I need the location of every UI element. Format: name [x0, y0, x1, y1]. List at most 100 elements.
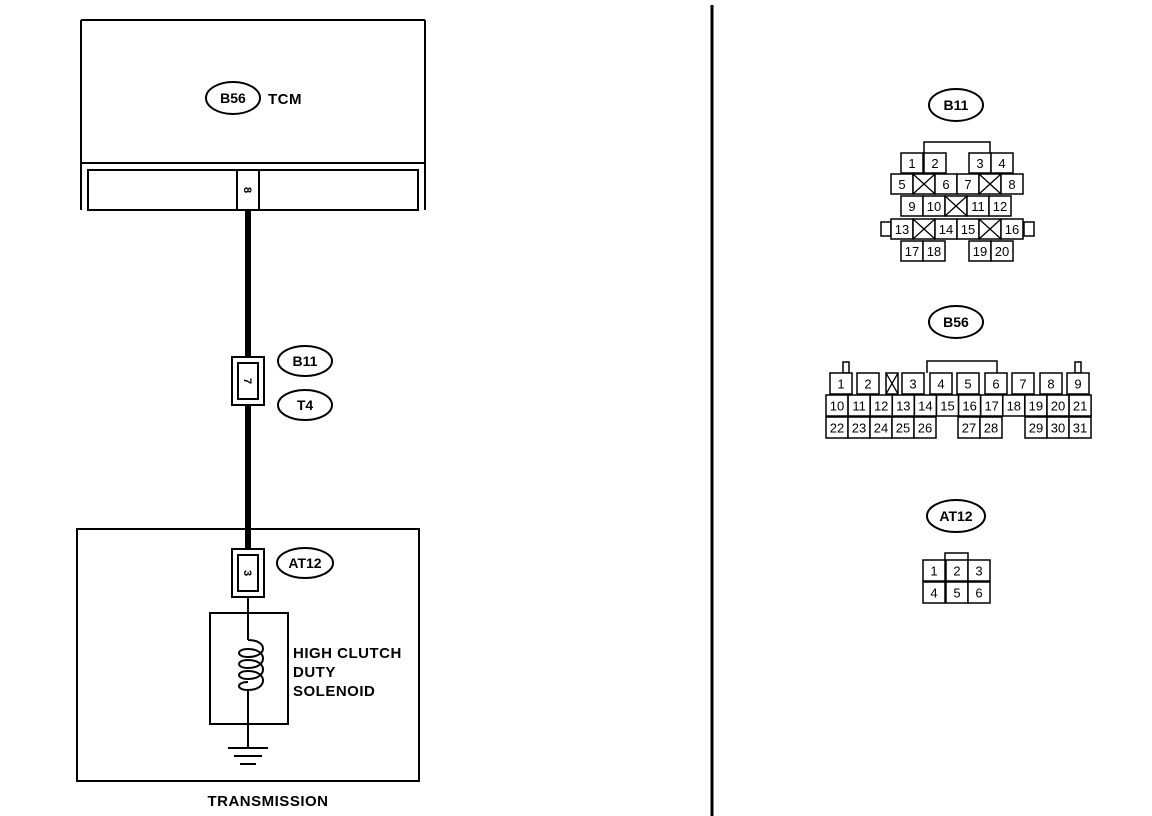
svg-text:26: 26 [918, 421, 932, 436]
junction-connector [231, 356, 265, 406]
b11-pin-10: 10 [922, 195, 946, 217]
solenoid-coil-icon [238, 639, 264, 705]
b56-pin-21: 21 [1068, 394, 1092, 417]
junction-connector-a-label: B11 [293, 353, 318, 369]
at12-pin-5: 5 [945, 581, 969, 604]
at12-pin-1: 1 [922, 559, 946, 582]
svg-text:16: 16 [962, 399, 976, 414]
b56-pin-29: 29 [1024, 416, 1048, 439]
b11-pin-6: 6 [934, 173, 958, 195]
svg-text:29: 29 [1029, 421, 1043, 436]
ground-icon [228, 747, 268, 765]
b11-view-oval [928, 88, 984, 122]
svg-text:30: 30 [1051, 421, 1065, 436]
b11-pin-2: 2 [923, 152, 947, 174]
b56-pin-30: 30 [1046, 416, 1070, 439]
b56-pin-19: 19 [1024, 394, 1048, 417]
svg-text:18: 18 [927, 244, 941, 259]
b11-pin-14: 14 [934, 218, 958, 240]
svg-text:6: 6 [942, 177, 949, 192]
b11-pin-20: 20 [990, 240, 1014, 262]
b56-pin-26: 26 [913, 416, 937, 439]
svg-text:25: 25 [896, 421, 910, 436]
b11-blank-cavity [944, 195, 968, 217]
b56-pin-9: 9 [1066, 372, 1090, 395]
svg-text:4: 4 [937, 377, 944, 392]
svg-text:12: 12 [993, 199, 1007, 214]
solenoid-label-line-3: SOLENOID [293, 683, 375, 700]
svg-text:4: 4 [930, 586, 937, 601]
b56-pin-4: 4 [929, 372, 953, 395]
b11-pin-15: 15 [956, 218, 980, 240]
svg-text:6: 6 [992, 377, 999, 392]
svg-text:7: 7 [1019, 377, 1026, 392]
b56-pin-1: 1 [829, 372, 853, 395]
b11-pin-13: 13 [890, 218, 914, 240]
b11-blank-cavity [978, 218, 1002, 240]
svg-text:11: 11 [971, 199, 985, 214]
svg-text:6: 6 [975, 586, 982, 601]
tcm-name: TCM [268, 91, 302, 108]
at12-pin-number: 3 [241, 570, 253, 576]
b11-view-label: B11 [944, 97, 969, 113]
transmission-label: TRANSMISSION [207, 793, 328, 810]
svg-text:12: 12 [874, 399, 888, 414]
b11-pin-18: 18 [922, 240, 946, 262]
at12-connector-face [944, 552, 969, 560]
b11-pin-11: 11 [966, 195, 990, 217]
svg-text:1: 1 [837, 377, 844, 392]
b56-pin-16: 16 [957, 394, 982, 417]
b56-pin-5: 5 [956, 372, 980, 395]
svg-text:14: 14 [918, 399, 932, 414]
svg-text:10: 10 [927, 199, 941, 214]
svg-text:3: 3 [976, 156, 983, 171]
b11-pin-7: 7 [956, 173, 980, 195]
at12-view-oval [926, 499, 986, 533]
at12-view-label: AT12 [939, 508, 972, 524]
b11-pin-17: 17 [900, 240, 924, 262]
b56-view-label: B56 [943, 314, 969, 330]
b11-pin-3: 3 [968, 152, 992, 174]
b56-view-oval [928, 305, 984, 339]
b11-pin-4: 4 [990, 152, 1014, 174]
svg-text:1: 1 [930, 564, 937, 579]
at12-pin-2: 2 [945, 559, 969, 582]
svg-text:5: 5 [953, 586, 960, 601]
b56-pin-11: 11 [847, 394, 871, 417]
svg-text:8: 8 [1047, 377, 1054, 392]
svg-text:22: 22 [830, 421, 844, 436]
b56-pin-27: 27 [957, 416, 981, 439]
b56-pin-25: 25 [891, 416, 915, 439]
at12-inline-connector [231, 548, 265, 598]
b11-pin-5: 5 [890, 173, 914, 195]
svg-text:24: 24 [874, 421, 888, 436]
svg-text:4: 4 [998, 156, 1005, 171]
b56-pin-20: 20 [1046, 394, 1070, 417]
b56-pin-31: 31 [1068, 416, 1092, 439]
svg-text:9: 9 [908, 199, 915, 214]
tcm-box [80, 19, 426, 211]
junction-connector-b-label: T4 [297, 397, 314, 413]
svg-text:23: 23 [852, 421, 866, 436]
svg-text:28: 28 [984, 421, 998, 436]
at12-pin-4: 4 [922, 581, 946, 604]
svg-text:15: 15 [940, 399, 954, 414]
at12-connector-label: AT12 [288, 555, 321, 571]
svg-text:21: 21 [1073, 399, 1087, 414]
b11-pin-19: 19 [968, 240, 992, 262]
b56-pin-22: 22 [825, 416, 849, 439]
b11-pin-9: 9 [900, 195, 924, 217]
svg-text:2: 2 [931, 156, 938, 171]
svg-text:5: 5 [898, 177, 905, 192]
b11-pin-8: 8 [1000, 173, 1024, 195]
tcm-pin-number: 8 [241, 187, 253, 193]
b11-pin-16: 16 [1000, 218, 1024, 240]
solenoid-label-line-2: DUTY [293, 664, 336, 681]
junction-connector-a-oval [277, 345, 333, 377]
b56-pin-24: 24 [869, 416, 893, 439]
at12-pin-6: 6 [967, 581, 991, 604]
b56-pin-28: 28 [979, 416, 1003, 439]
svg-text:5: 5 [964, 377, 971, 392]
svg-text:3: 3 [975, 564, 982, 579]
